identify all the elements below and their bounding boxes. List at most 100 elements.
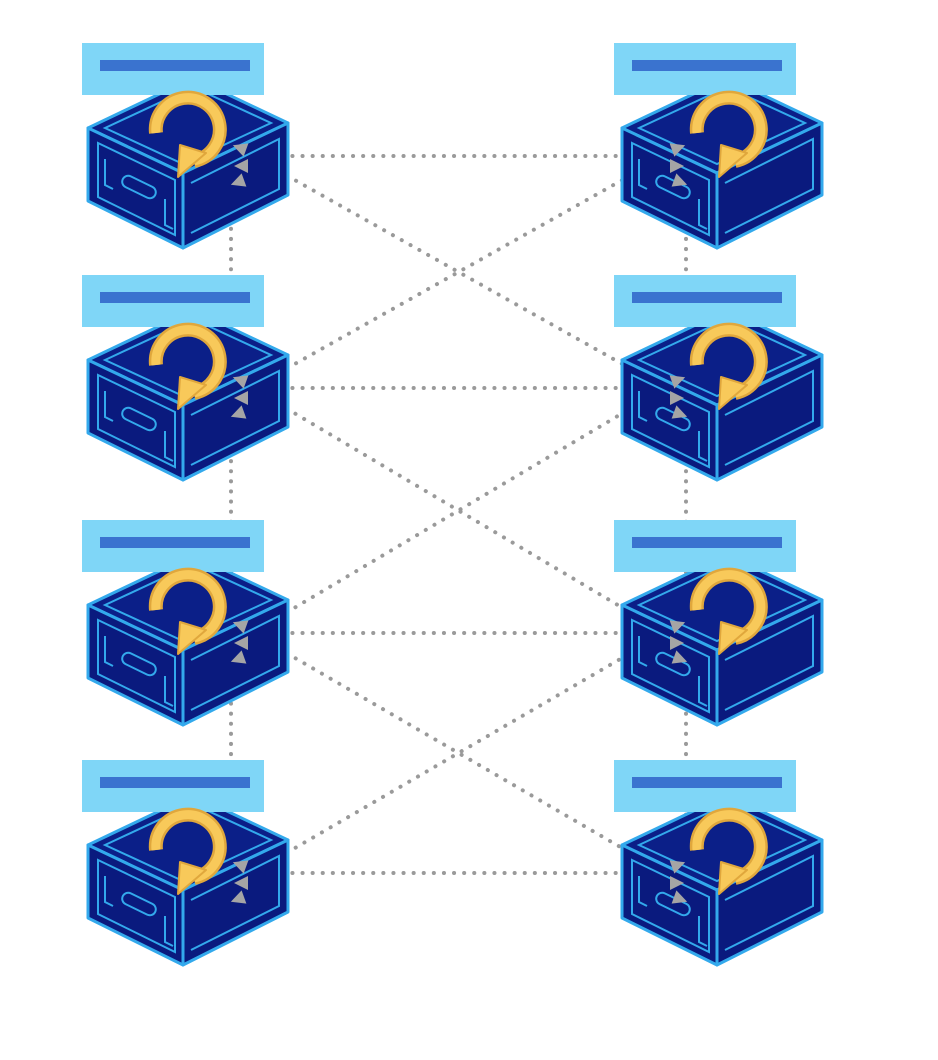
device-side-inset [724,369,814,466]
link-left-3-right-2 [250,386,667,635]
device-bracket [164,199,174,230]
arrowheads-layer [230,143,688,904]
device-bracket [164,676,174,707]
device-right-1[interactable] [614,43,824,250]
rotate-arrow-icon [148,322,227,410]
device-side-face [181,121,290,250]
device-bracket [698,676,708,707]
link-left-1-right-2 [250,154,667,390]
arrowhead-icon [671,173,688,187]
device-label-bar [100,60,250,71]
device-side-face [181,353,290,482]
rotate-arrow-icon [689,322,768,410]
link-left-2-right-3 [250,386,667,635]
device-right-3[interactable] [614,520,824,727]
device-label-bar [632,292,782,303]
device-side-inset [190,854,280,951]
arrowhead-icon [232,620,249,634]
device-side-inset [724,854,814,951]
device-bracket [164,916,174,947]
arrowhead-icon [671,890,688,904]
device-right-4[interactable] [614,760,824,967]
arrowhead-icon [669,143,686,157]
device-side-face [715,838,824,967]
arrowhead-icon [232,375,249,389]
arrowhead-icon [670,159,684,173]
device-side-inset [724,137,814,234]
rotate-arrow-icon [689,807,768,895]
devices-layer [82,43,824,967]
device-bracket [104,159,114,190]
device-left-3[interactable] [82,520,290,727]
device-front-panel [631,141,710,237]
device-side-face [715,353,824,482]
device-front-panel [631,858,710,954]
device-top-inset [636,85,808,166]
device-bracket [638,636,648,667]
device-label-bar [632,777,782,788]
device-bracket [104,391,114,422]
arrowhead-icon [230,890,247,904]
device-label-bar [100,292,250,303]
device-side-inset [190,137,280,234]
arrowhead-icon [669,620,686,634]
arrowhead-icon [670,636,684,650]
device-front-panel [97,141,176,237]
device-bracket [638,159,648,190]
device-bracket [638,391,648,422]
device-top-inset [636,317,808,398]
device-side-inset [190,369,280,466]
arrowhead-icon [232,143,249,157]
device-bracket [104,876,114,907]
device-bracket [698,431,708,462]
arrowhead-icon [230,173,247,187]
device-side-face [715,598,824,727]
device-bracket [698,916,708,947]
device-side-face [181,598,290,727]
link-left-3-right-4 [250,631,667,875]
rotate-arrow-icon [148,90,227,178]
device-bracket [104,636,114,667]
device-bracket [698,199,708,230]
device-front-panel [97,618,176,714]
device-label-bar [632,537,782,548]
device-front-panel [631,618,710,714]
device-bracket [638,876,648,907]
arrowhead-icon [234,159,248,173]
arrowhead-icon [232,860,249,874]
device-right-2[interactable] [614,275,824,482]
arrowhead-icon [234,636,248,650]
device-label-bar [632,60,782,71]
device-front-panel [631,373,710,469]
device-port-slot [121,406,157,432]
device-label-bar [100,537,250,548]
arrowhead-icon [671,405,688,419]
arrowhead-icon [234,391,248,405]
rotate-arrow-icon [148,807,227,895]
device-label-bar [100,777,250,788]
device-bracket [164,431,174,462]
arrowhead-icon [669,860,686,874]
device-front-panel [97,858,176,954]
device-port-slot [121,651,157,677]
rotate-arrow-icon [689,90,768,178]
device-left-4[interactable] [82,760,290,967]
device-side-inset [190,614,280,711]
device-front-panel [97,373,176,469]
device-side-inset [724,614,814,711]
arrowhead-icon [234,876,248,890]
device-side-face [181,838,290,967]
device-left-2[interactable] [82,275,290,482]
device-left-1[interactable] [82,43,290,250]
arrowhead-icon [671,650,688,664]
device-side-face [715,121,824,250]
arrowhead-icon [669,375,686,389]
arrowhead-icon [230,405,247,419]
rotate-arrow-icon [689,567,768,655]
device-top-inset [636,562,808,643]
arrowhead-icon [230,650,247,664]
device-port-slot [121,891,157,917]
link-left-4-right-3 [250,631,667,875]
device-port-slot [121,174,157,200]
